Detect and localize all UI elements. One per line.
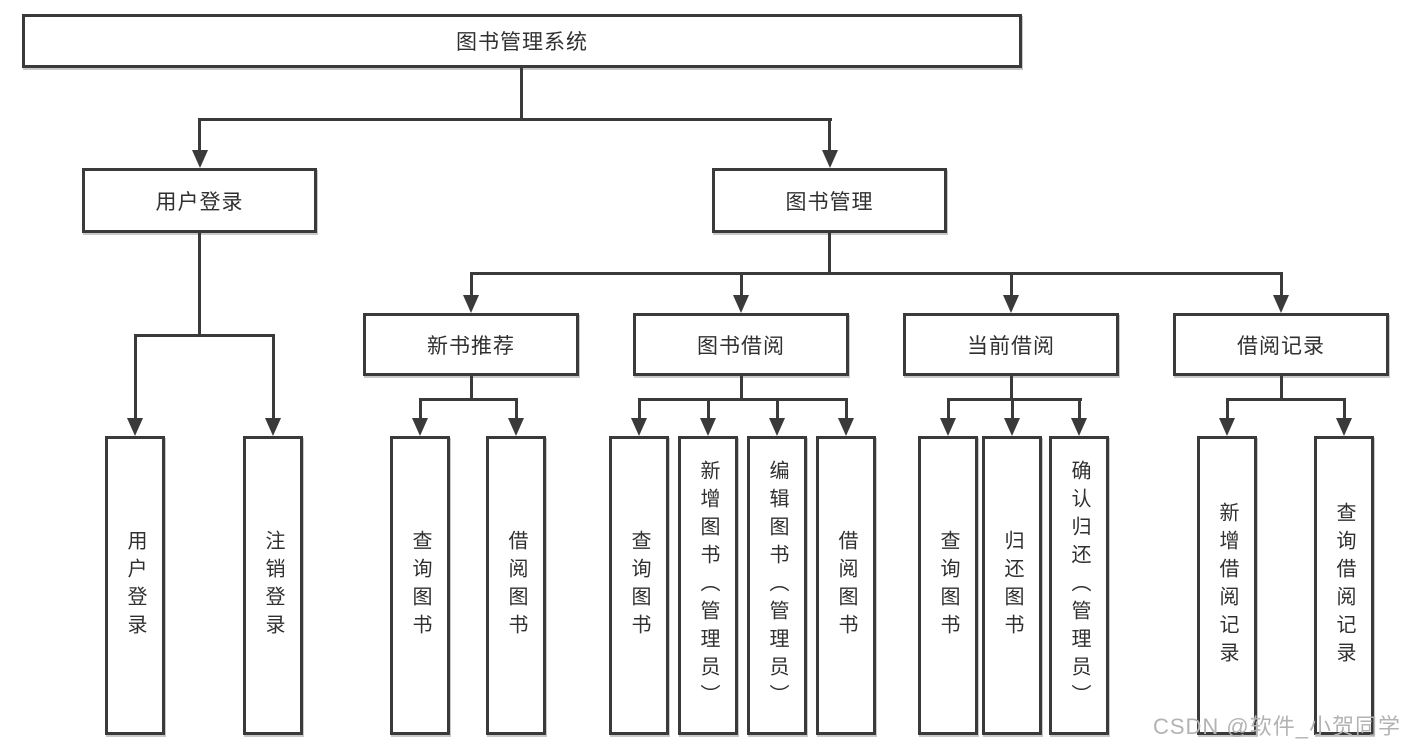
arrow-down-icon bbox=[508, 418, 524, 436]
connector-vline bbox=[776, 398, 779, 420]
node-label: 图书管理系统 bbox=[456, 31, 588, 54]
arrow-down-icon bbox=[1219, 418, 1235, 436]
connector-vline bbox=[1280, 272, 1283, 298]
watermark: CSDN @软件_小贺同学 bbox=[1152, 714, 1401, 739]
arrow-down-icon bbox=[769, 418, 785, 436]
node-user-login: 用户登录 bbox=[82, 168, 317, 233]
arrow-down-icon bbox=[700, 418, 716, 436]
arrow-down-icon bbox=[463, 295, 479, 313]
node-book-management: 图书管理 bbox=[712, 168, 947, 233]
leaf-label: 编辑图书（管理员） bbox=[766, 459, 788, 712]
arrow-down-icon bbox=[1273, 295, 1289, 313]
connector-vline bbox=[707, 398, 710, 420]
node-label: 图书借阅 bbox=[697, 334, 785, 358]
node-label: 当前借阅 bbox=[967, 334, 1055, 358]
arrow-down-icon bbox=[1004, 418, 1020, 436]
connector-vline bbox=[1280, 376, 1283, 400]
connector-vline bbox=[638, 398, 641, 420]
arrow-down-icon bbox=[192, 150, 208, 168]
connector-vline bbox=[947, 398, 950, 420]
leaf-label: 查询图书 bbox=[409, 529, 431, 642]
arrow-down-icon bbox=[127, 418, 143, 436]
leaf-current-query: 查询图书 bbox=[918, 436, 978, 735]
connector-vline bbox=[520, 66, 523, 120]
connector-vline bbox=[828, 233, 831, 275]
leaf-label: 新增借阅记录 bbox=[1216, 501, 1238, 670]
leaf-label: 查询图书 bbox=[937, 529, 959, 642]
node-label: 用户登录 bbox=[155, 190, 244, 214]
node-label: 图书管理 bbox=[785, 190, 874, 214]
arrow-down-icon bbox=[940, 418, 956, 436]
leaf-label: 确认归还（管理员） bbox=[1068, 459, 1090, 712]
leaf-records-add: 新增借阅记录 bbox=[1197, 436, 1257, 735]
connector-vline bbox=[845, 398, 848, 420]
leaf-borrowing-query: 查询图书 bbox=[609, 436, 669, 735]
node-current-borrowing: 当前借阅 bbox=[903, 313, 1119, 376]
arrow-down-icon bbox=[733, 295, 749, 313]
leaf-user-login: 用户登录 bbox=[105, 436, 165, 735]
connector-vline bbox=[1010, 272, 1013, 298]
connector-vline bbox=[470, 376, 473, 400]
leaf-label: 注销登录 bbox=[262, 529, 284, 642]
connector-vline bbox=[1011, 398, 1014, 420]
connector-hline bbox=[1226, 398, 1346, 401]
arrow-down-icon bbox=[1003, 295, 1019, 313]
connector-vline bbox=[198, 118, 201, 152]
node-borrow-records: 借阅记录 bbox=[1173, 313, 1389, 376]
leaf-new-books-query: 查询图书 bbox=[390, 436, 450, 735]
leaf-label: 新增图书（管理员） bbox=[697, 459, 719, 712]
connector-vline bbox=[134, 334, 137, 420]
arrow-down-icon bbox=[1336, 418, 1352, 436]
leaf-borrowing-edit-admin: 编辑图书（管理员） bbox=[747, 436, 807, 735]
connector-vline bbox=[740, 376, 743, 400]
connector-hline bbox=[198, 118, 832, 121]
node-new-book-recommend: 新书推荐 bbox=[363, 313, 579, 376]
connector-hline bbox=[134, 334, 275, 337]
connector-vline bbox=[272, 334, 275, 420]
connector-vline bbox=[1010, 376, 1013, 400]
leaf-borrowing-add-admin: 新增图书（管理员） bbox=[678, 436, 738, 735]
leaf-records-query: 查询借阅记录 bbox=[1314, 436, 1374, 735]
connector-vline bbox=[198, 233, 201, 337]
connector-vline bbox=[515, 398, 518, 420]
arrow-down-icon bbox=[631, 418, 647, 436]
connector-vline bbox=[828, 118, 831, 152]
connector-hline bbox=[947, 398, 1082, 401]
leaf-new-books-borrow: 借阅图书 bbox=[486, 436, 546, 735]
connector-hline bbox=[638, 398, 848, 401]
leaf-label: 借阅图书 bbox=[505, 529, 527, 642]
node-label: 借阅记录 bbox=[1237, 334, 1325, 358]
connector-vline bbox=[470, 272, 473, 298]
leaf-label: 查询图书 bbox=[628, 529, 650, 642]
arrow-down-icon bbox=[1071, 418, 1087, 436]
node-label: 新书推荐 bbox=[427, 334, 515, 358]
node-system-root: 图书管理系统 bbox=[22, 14, 1022, 68]
connector-hline bbox=[470, 272, 1282, 275]
connector-vline bbox=[1226, 398, 1229, 420]
connector-vline bbox=[740, 272, 743, 298]
arrow-down-icon bbox=[265, 418, 281, 436]
leaf-current-confirm-return-admin: 确认归还（管理员） bbox=[1049, 436, 1109, 735]
connector-vline bbox=[1343, 398, 1346, 420]
arrow-down-icon bbox=[412, 418, 428, 436]
connector-hline bbox=[419, 398, 518, 401]
leaf-label: 归还图书 bbox=[1001, 529, 1023, 642]
leaf-label: 用户登录 bbox=[124, 529, 146, 642]
arrow-down-icon bbox=[838, 418, 854, 436]
leaf-label: 借阅图书 bbox=[835, 529, 857, 642]
arrow-down-icon bbox=[822, 150, 838, 168]
leaf-current-return: 归还图书 bbox=[982, 436, 1042, 735]
leaf-label: 查询借阅记录 bbox=[1333, 501, 1355, 670]
connector-vline bbox=[419, 398, 422, 420]
leaf-borrowing-borrow: 借阅图书 bbox=[816, 436, 876, 735]
leaf-logout-login: 注销登录 bbox=[243, 436, 303, 735]
node-book-borrowing: 图书借阅 bbox=[633, 313, 849, 376]
connector-vline bbox=[1078, 398, 1081, 420]
